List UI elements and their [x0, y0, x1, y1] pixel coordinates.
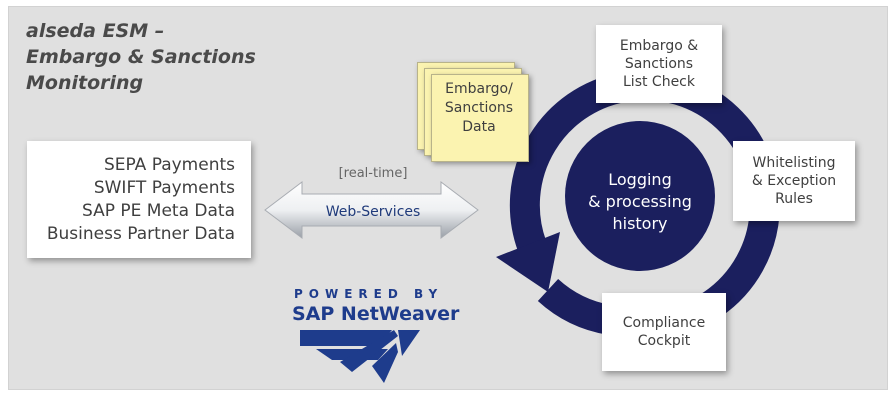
center-circle [565, 121, 715, 271]
realtime-label: [real-time] [338, 166, 408, 181]
list-check-line-2: Sanctions [624, 56, 694, 72]
whitelisting-line-2: & Exception [751, 173, 837, 189]
source-sap-pe: SAP PE Meta Data [82, 200, 235, 221]
list-check-line-1: Embargo & [619, 38, 699, 54]
sap-stripes-graphic [300, 330, 420, 383]
web-services-label: Web-Services [325, 204, 421, 220]
cockpit-line-2: Cockpit [637, 333, 691, 349]
list-check-line-3: List Check [623, 74, 695, 90]
list-check-box: Embargo & Sanctions List Check [596, 25, 722, 103]
whitelisting-line-1: Whitelisting [752, 155, 836, 171]
title-line-1: alseda ESM – [26, 20, 165, 42]
center-line-2: & processing [588, 192, 692, 211]
source-sepa: SEPA Payments [103, 154, 235, 175]
doc-line-2: Sanctions [444, 100, 514, 116]
web-services-arrow [264, 180, 479, 240]
title-line-2: Embargo & Sanctions [26, 46, 256, 68]
center-line-1: Logging [608, 170, 672, 189]
whitelisting-box: Whitelisting & Exception Rules [733, 141, 855, 221]
whitelisting-line-3: Rules [775, 191, 813, 207]
cycle-arrowhead [496, 232, 560, 292]
sap-netweaver-logo: SAP NetWeaver [292, 303, 460, 325]
source-swift: SWIFT Payments [93, 177, 235, 198]
diagram-title: alseda ESM – Embargo & Sanctions Monitor… [26, 18, 256, 96]
doc-line-3: Data [462, 119, 496, 135]
powered-by-label: POWERED BY [294, 287, 444, 301]
sanctions-data-label: Embargo/ Sanctions Data [431, 80, 527, 137]
source-business-partner: Business Partner Data [46, 223, 235, 244]
document-sheet-front [431, 74, 529, 162]
title-line-3: Monitoring [26, 72, 144, 94]
center-line-3: history [612, 214, 668, 233]
compliance-cockpit-box: Compliance Cockpit [602, 293, 726, 371]
cockpit-line-1: Compliance [622, 315, 706, 331]
doc-line-1: Embargo/ [445, 81, 513, 97]
logging-history-label: Logging & processing history [565, 169, 715, 235]
cycle-ring-bottom [537, 278, 613, 335]
data-sources-box: SEPA Payments SWIFT Payments SAP PE Meta… [27, 141, 251, 258]
